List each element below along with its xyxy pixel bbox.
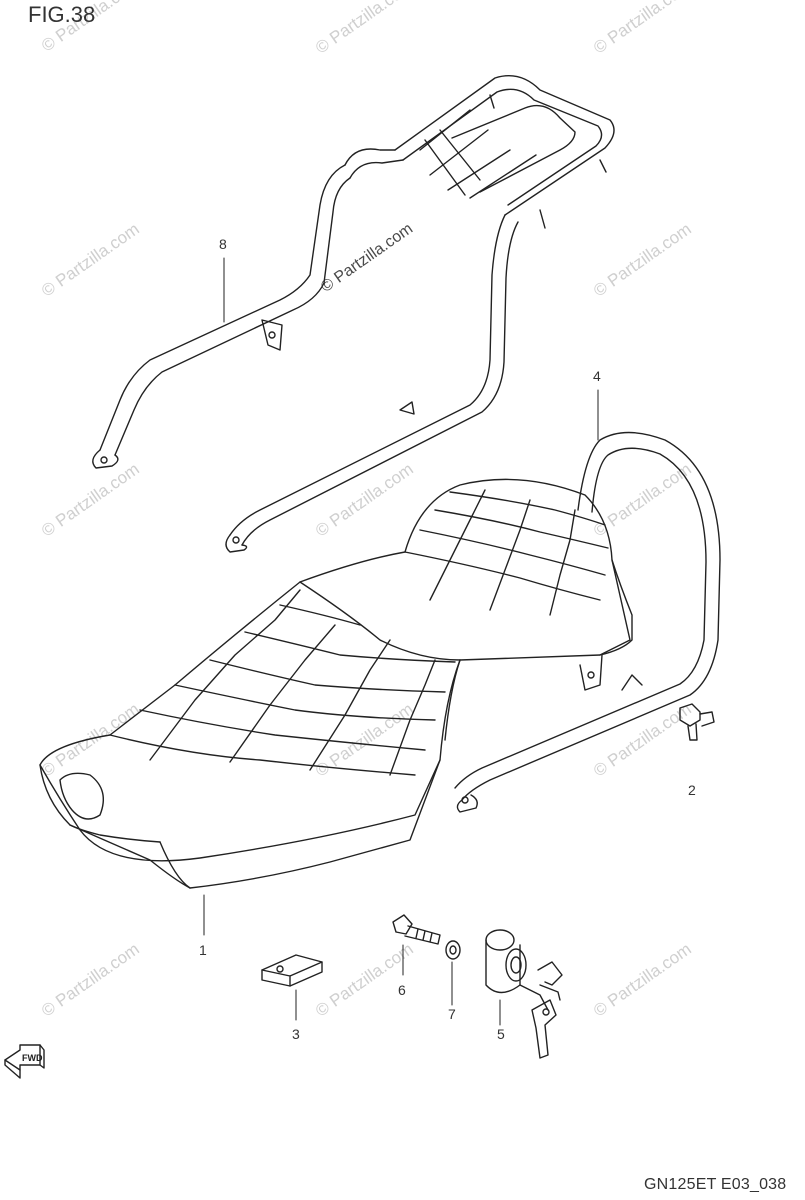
fwd-arrow-icon: FWD [4,1044,45,1079]
callout-6: 6 [398,982,406,998]
diagram-code: GN125ET E03_038 [644,1176,787,1193]
callout-5: 5 [497,1026,505,1042]
part-7-washer [445,940,461,1006]
callout-3: 3 [292,1026,300,1042]
callout-8: 8 [219,236,227,252]
callout-4: 4 [593,368,601,384]
callout-1: 1 [199,942,207,958]
fwd-label: FWD [22,1053,43,1063]
part-6-screw [392,914,441,976]
part-5-lock-set [485,929,563,1059]
part-1-seat [39,478,633,936]
part-8-rear-carrier [92,75,615,553]
callout-2: 2 [688,782,696,798]
callout-7: 7 [448,1006,456,1022]
part-2-bolt [679,703,715,741]
part-3-plate [261,954,323,1021]
part-4-grab-rail [454,389,721,813]
figure-title: FIG.38 [28,2,96,27]
